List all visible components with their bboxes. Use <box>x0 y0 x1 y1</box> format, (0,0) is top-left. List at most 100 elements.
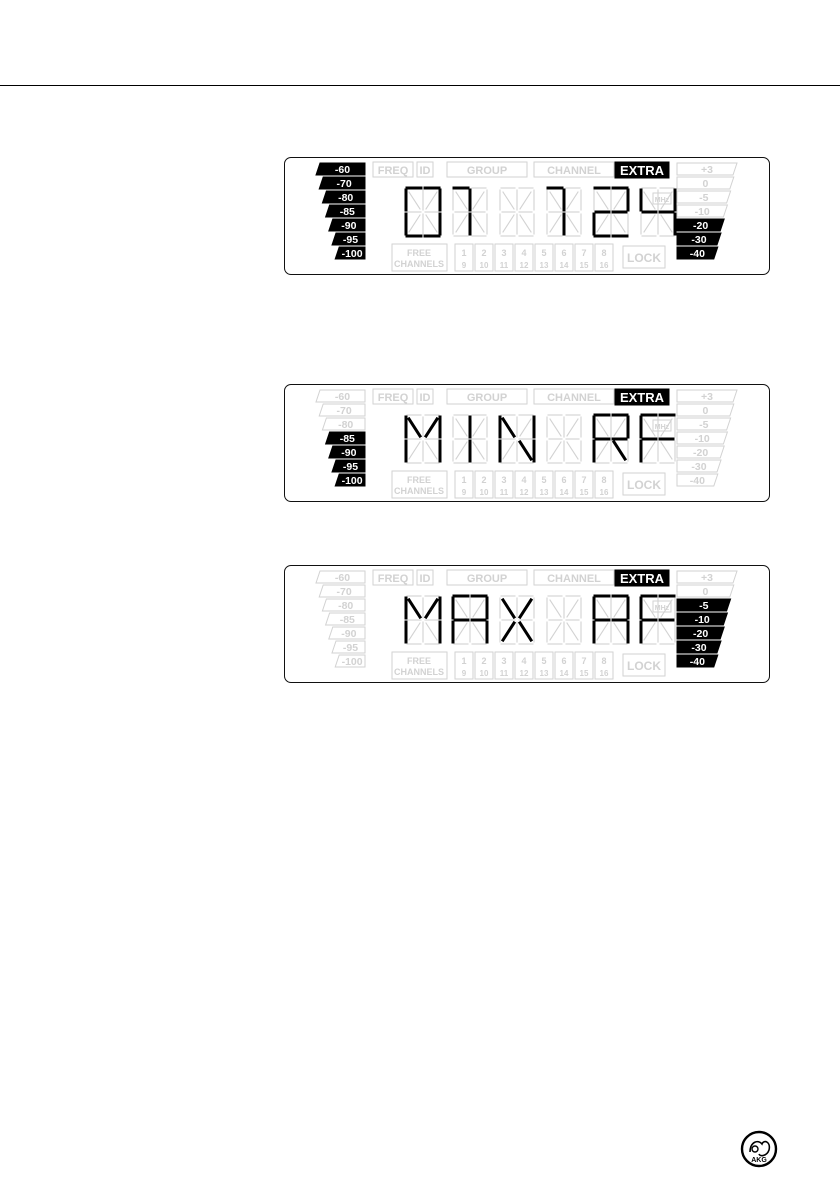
channel-number-box <box>494 470 514 499</box>
left-meter-bar <box>324 204 366 218</box>
left-meter-label: -70 <box>337 405 352 417</box>
channel-label-box <box>533 388 615 405</box>
mhz-label-box <box>652 600 672 613</box>
segment-k <box>502 441 515 460</box>
channel-number-box <box>534 651 554 680</box>
channel-number-box <box>574 651 594 680</box>
left-meter-bar <box>331 640 366 654</box>
segment-k <box>408 622 421 641</box>
top-rule <box>0 85 840 86</box>
right-meter-bar <box>676 389 738 403</box>
right-meter-bar <box>676 445 725 459</box>
channel-number-top: 5 <box>541 248 546 258</box>
channel-number-top: 6 <box>561 248 566 258</box>
segment-h <box>596 418 609 437</box>
right-meter-bar <box>676 431 729 445</box>
lcd-svg: -60-70-80-85-90-95-100+30-5-10-20-30-40F… <box>315 388 738 499</box>
freq-label-box <box>372 569 414 586</box>
lcd-svg: -60-70-80-85-90-95-100+30-5-10-20-30-40F… <box>315 161 738 272</box>
right-meter-bar <box>676 459 722 473</box>
segment-m <box>517 439 534 462</box>
char-f <box>639 413 676 464</box>
channel-number-bottom: 14 <box>560 261 569 270</box>
mhz-label-box <box>652 419 672 432</box>
char-0 <box>404 186 442 238</box>
segment-k <box>596 214 609 233</box>
segment-k <box>408 214 421 233</box>
char-a <box>592 594 630 645</box>
left-meter-label: -95 <box>343 234 358 246</box>
left-meter-bar <box>324 612 366 626</box>
left-meter-label: -85 <box>340 433 355 445</box>
right-meter-label: +3 <box>701 572 713 584</box>
segment-m <box>660 214 673 233</box>
id-label-box <box>416 569 434 586</box>
channel-number-bottom: 14 <box>560 669 569 678</box>
channel-number-bottom: 12 <box>520 488 529 497</box>
channel-number-bottom: 9 <box>462 261 467 270</box>
right-meter-label: -10 <box>695 614 710 626</box>
lock-box <box>622 245 666 269</box>
char-n <box>498 414 536 464</box>
channels-label: CHANNELS <box>394 486 444 496</box>
id-label: ID <box>420 165 431 177</box>
right-meter-bar <box>676 570 738 584</box>
lock-box <box>622 472 666 496</box>
channel-number-box <box>594 470 614 499</box>
right-meter-label: -20 <box>693 628 708 640</box>
left-meter-label: -95 <box>343 642 358 654</box>
segment-m <box>425 622 438 641</box>
segment-h <box>643 191 656 210</box>
free-channels-box <box>391 470 448 499</box>
segment-j <box>660 418 673 437</box>
channel-number-top: 3 <box>501 248 506 258</box>
right-meter-bar <box>676 626 725 640</box>
channel-number-bottom: 15 <box>580 669 589 678</box>
segment-j <box>566 191 579 210</box>
free-label: FREE <box>407 656 431 666</box>
segment-m <box>425 441 438 460</box>
channel-number-box <box>514 651 534 680</box>
free-channels-box <box>391 651 448 680</box>
right-meter-label: -40 <box>690 248 705 260</box>
right-meter-label: -5 <box>699 419 708 431</box>
channel-number-box <box>574 243 594 272</box>
segment-m <box>566 622 579 641</box>
right-meter-label: -30 <box>691 461 706 473</box>
freq-label: FREQ <box>378 392 409 404</box>
left-meter-bar <box>328 218 366 232</box>
segment-h <box>455 599 468 618</box>
left-meter-bar <box>321 598 366 612</box>
right-meter-label: +3 <box>701 164 713 176</box>
channel-number-top: 1 <box>461 248 466 258</box>
channel-number-top: 7 <box>581 248 586 258</box>
extra-label: EXTRA <box>620 390 665 405</box>
channel-number-bottom: 11 <box>500 669 509 678</box>
right-meter-label: -5 <box>699 600 708 612</box>
segment-m <box>472 441 485 460</box>
channel-number-bottom: 9 <box>462 488 467 497</box>
channel-number-bottom: 13 <box>540 488 549 497</box>
segment-j <box>566 418 579 437</box>
segment-k <box>596 622 609 641</box>
segment-j <box>517 597 534 620</box>
right-meter-label: -20 <box>693 220 708 232</box>
segment-m <box>660 441 673 460</box>
left-meter-label: -100 <box>342 248 363 260</box>
segment-m <box>613 214 626 233</box>
char-m <box>404 414 442 464</box>
channels-label: CHANNELS <box>394 667 444 677</box>
segment-j <box>613 418 626 437</box>
group-label: GROUP <box>467 573 507 585</box>
channel-number-box <box>574 470 594 499</box>
left-meter-label: -100 <box>342 656 363 668</box>
right-meter-bar <box>676 176 735 190</box>
segment-j <box>519 418 532 437</box>
channel-number-top: 7 <box>581 475 586 485</box>
segment-j <box>472 191 485 210</box>
channel-number-box <box>554 243 574 272</box>
logo-text: AKG <box>751 1157 767 1164</box>
right-meter-bar <box>676 246 719 260</box>
lock-label: LOCK <box>627 659 661 673</box>
